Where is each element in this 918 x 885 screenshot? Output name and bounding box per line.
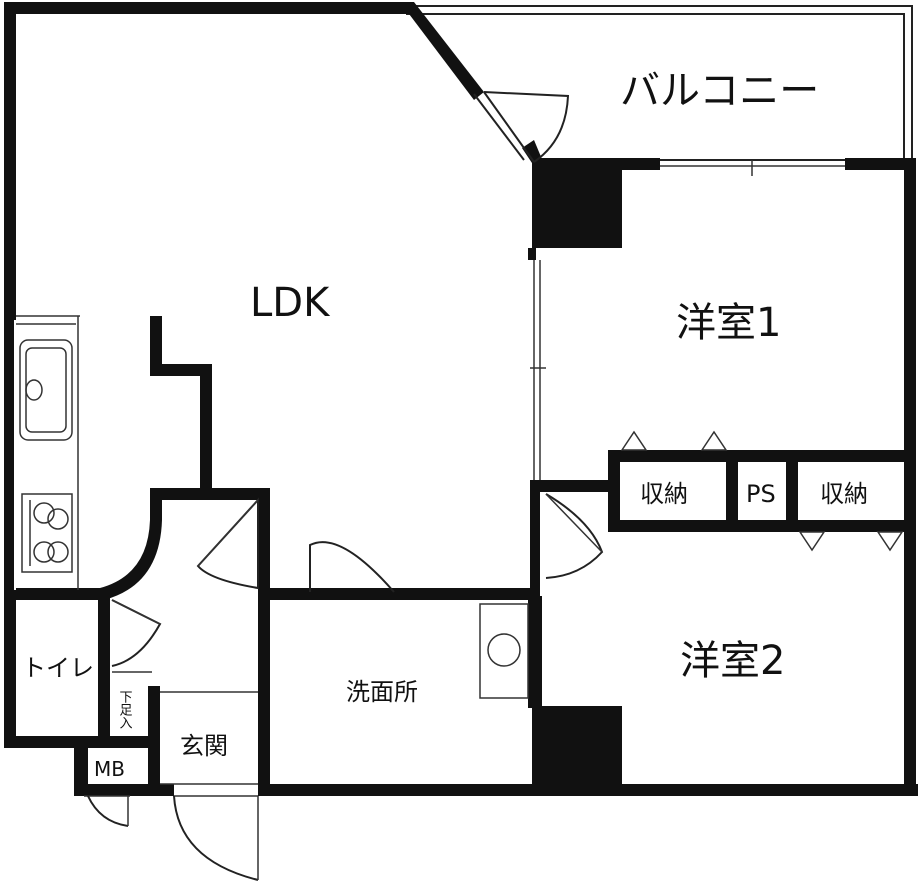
storage-left-label: 収納 xyxy=(640,480,688,508)
meter-box-label: MB xyxy=(94,757,125,781)
ps-label: PS xyxy=(746,480,776,508)
storage-right-label: 収納 xyxy=(820,480,868,508)
closet-markers xyxy=(620,430,904,552)
doors xyxy=(87,91,604,881)
balcony-area xyxy=(406,5,913,176)
entrance-label: 玄関 xyxy=(180,732,228,760)
wash-basin xyxy=(479,603,529,699)
ldk-label: LDK xyxy=(250,280,331,326)
openings xyxy=(16,260,546,797)
kitchen-fixtures xyxy=(19,339,73,573)
balcony-label: バルコニー xyxy=(620,68,819,114)
walls xyxy=(4,2,918,796)
shoe-closet-label: 下足入 xyxy=(117,690,133,729)
washroom-label: 洗面所 xyxy=(346,678,418,706)
toilet-label: トイレ xyxy=(22,654,94,682)
western-room-2-label: 洋室2 xyxy=(680,638,785,684)
western-room-1-label: 洋室1 xyxy=(676,300,781,346)
